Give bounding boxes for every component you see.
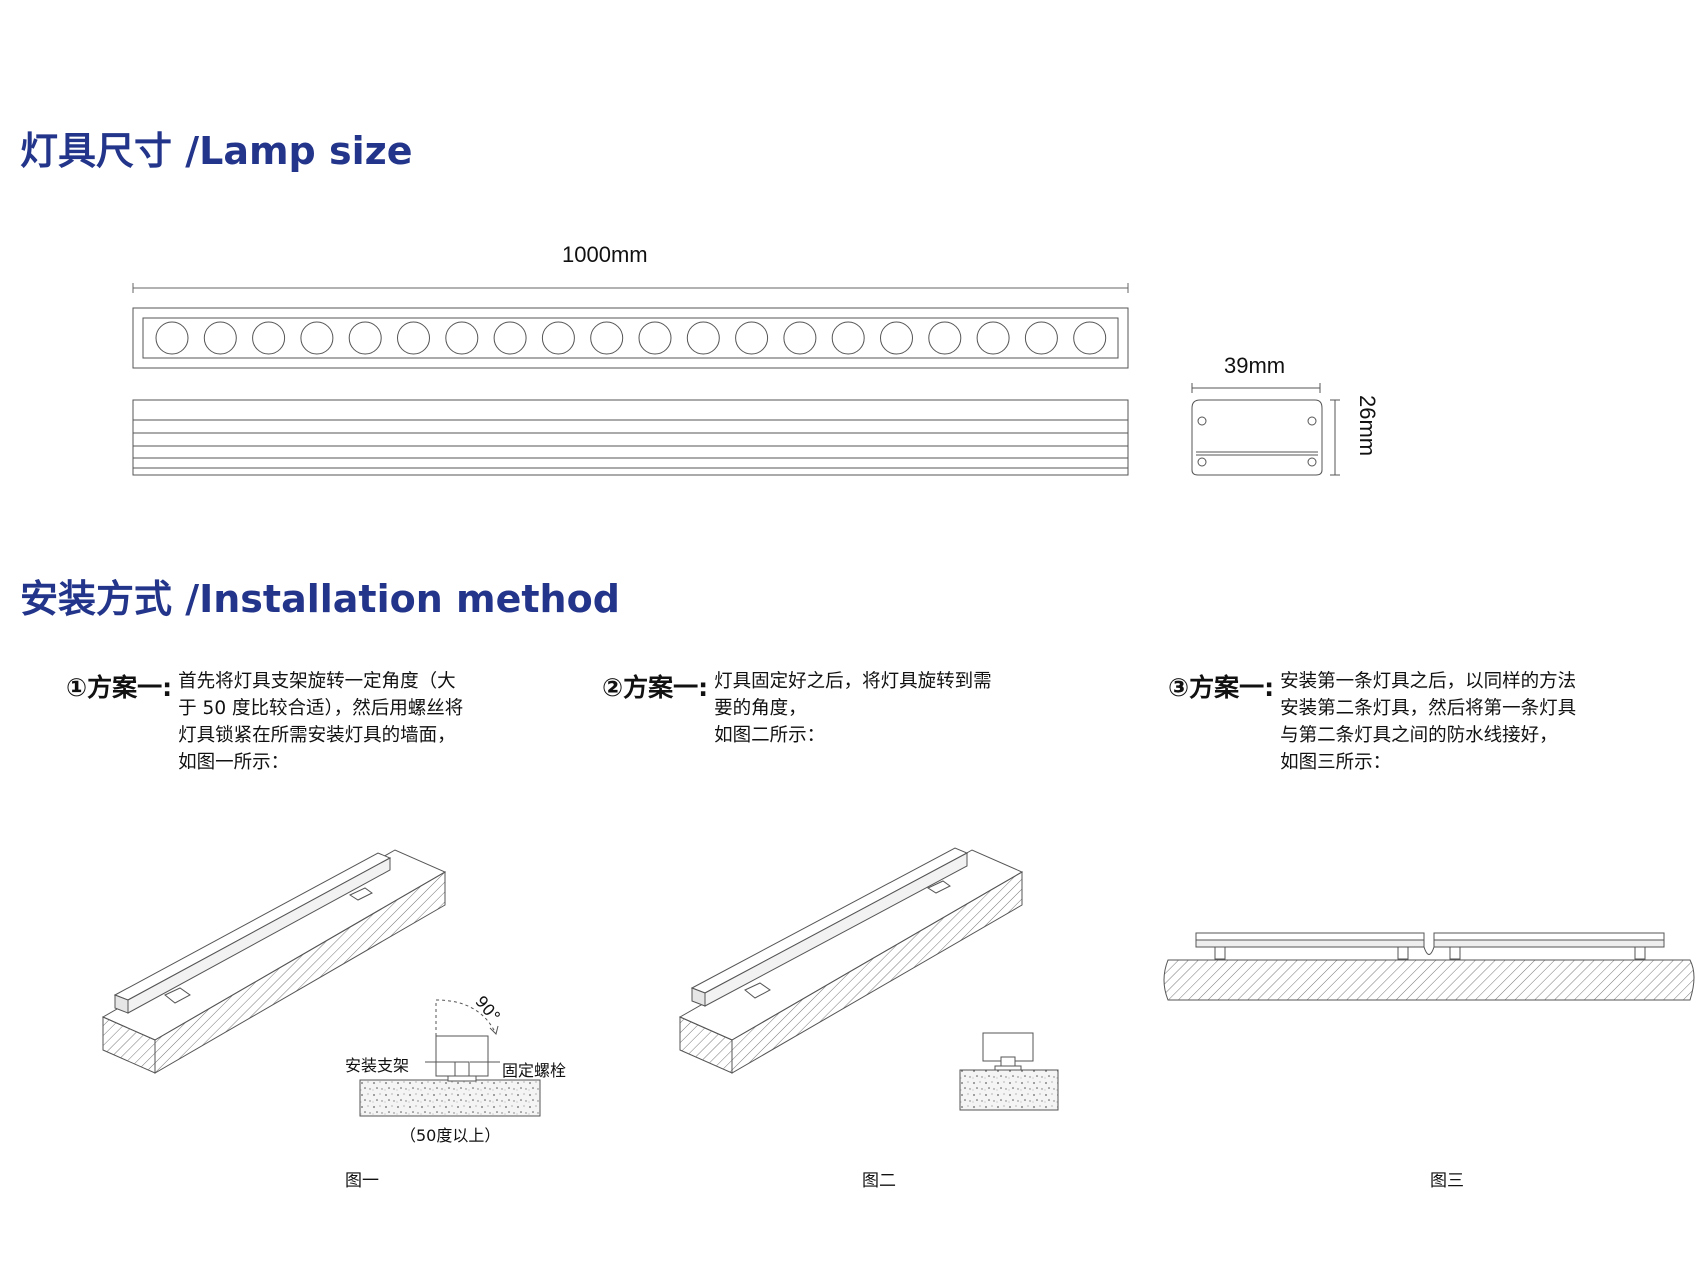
step-3-line: 如图三所示： (1280, 752, 1392, 773)
lens-circle (348, 321, 382, 355)
step-1-line: 于 50 度比较合适），然后用螺丝将 (178, 698, 464, 719)
installation-title: 安装方式 /Installation method (20, 577, 620, 621)
step-2-line: 灯具固定好之后，将灯具旋转到需 (714, 671, 992, 692)
figure2-caption: 图二 (862, 1171, 896, 1191)
lens-circle (1073, 321, 1107, 355)
range-label: （50度以上） (400, 1126, 501, 1145)
lens-circle (541, 321, 575, 355)
figure2-section-detail (959, 1032, 1059, 1111)
step-3-line: 安装第一条灯具之后，以同样的方法 (1280, 671, 1577, 692)
lens-circle (831, 321, 865, 355)
step-2-line: 如图二所示： (714, 725, 826, 746)
step-3-line: 与第二条灯具之间的防水线接好， (1280, 725, 1558, 746)
lens-circle (976, 321, 1010, 355)
lens-circle (493, 321, 527, 355)
lens-circle (300, 321, 334, 355)
lamp-top-view (132, 307, 1129, 369)
step-1-line: 灯具锁紧在所需安装灯具的墙面， (178, 725, 456, 746)
lamp-profile-section (1191, 383, 1340, 476)
lens-circle (638, 321, 672, 355)
lens-circle (735, 321, 769, 355)
step-3: ③方案一: 安装第一条灯具之后，以同样的方法 安装第二条灯具，然后将第一条灯具 … (1168, 668, 1576, 776)
length-dimension: 1000mm (562, 242, 648, 267)
step-1: ①方案一: 首先将灯具支架旋转一定角度（大 于 50 度比较合适），然后用螺丝将… (66, 668, 463, 776)
step-2-text: 灯具固定好之后，将灯具旋转到需 要的角度， 如图二所示： (714, 668, 992, 749)
lens-circle (1024, 321, 1058, 355)
figure3-illustration (1163, 932, 1695, 1001)
step-3-heading: ③方案一: (1168, 673, 1275, 702)
lens-circle (783, 321, 817, 355)
bolt-label: 固定螺栓 (502, 1061, 567, 1080)
lamp-side-view (132, 399, 1129, 476)
step-1-line: 如图一所示： (178, 752, 290, 773)
step-1-text: 首先将灯具支架旋转一定角度（大 于 50 度比较合适），然后用螺丝将 灯具锁紧在… (178, 668, 463, 776)
step-1-line: 首先将灯具支架旋转一定角度（大 (178, 671, 456, 692)
step-2-heading: ②方案一: (602, 673, 709, 702)
width-dimension: 39mm (1224, 353, 1286, 378)
figure2-illustration (678, 847, 1024, 1074)
length-dimension-line (132, 283, 1129, 293)
figure3-caption: 图三 (1430, 1171, 1464, 1191)
lens-circle (880, 321, 913, 355)
lens-circle (252, 321, 286, 355)
step-2: ②方案一: 灯具固定好之后，将灯具旋转到需 要的角度， 如图二所示： (602, 668, 992, 749)
lens-circle (928, 321, 962, 355)
lens-circle (203, 321, 237, 355)
step-3-line: 安装第二条灯具，然后将第一条灯具 (1280, 698, 1577, 719)
lens-circle (445, 321, 479, 355)
lens-circle (590, 321, 624, 355)
lens-circle (155, 321, 189, 355)
step-3-text: 安装第一条灯具之后，以同样的方法 安装第二条灯具，然后将第一条灯具 与第二条灯具… (1280, 668, 1576, 776)
figure1-illustration (101, 849, 447, 1074)
lens-circle (686, 321, 720, 355)
lens-circle (397, 321, 430, 355)
step-2-line: 要的角度， (714, 698, 807, 719)
lamp-size-title: 灯具尺寸 /Lamp size (20, 129, 413, 173)
step-1-heading: ①方案一: (66, 673, 173, 702)
bracket-label: 安装支架 (345, 1056, 410, 1075)
figure1-caption: 图一 (345, 1171, 379, 1191)
lens-row (155, 321, 1107, 355)
figure1-section-detail (359, 999, 541, 1117)
